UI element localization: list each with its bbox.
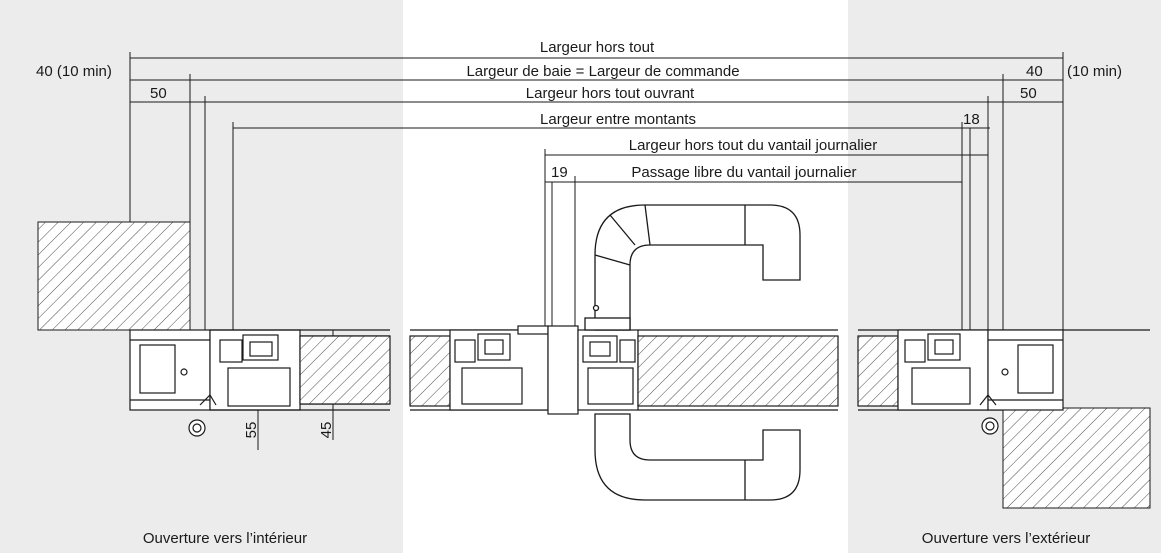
dim-left-19: 19 <box>551 164 568 181</box>
dim-overall-width: Largeur hors tout <box>540 39 655 56</box>
dim-left-min: 40 (10 min) <box>36 63 112 80</box>
dim-depth-55: 55 <box>243 422 260 439</box>
left-frame-profile <box>129 329 391 437</box>
caption-inward: Ouverture vers l’intérieur <box>143 530 307 547</box>
door-handle <box>584 204 801 501</box>
dim-left-50: 50 <box>150 85 167 102</box>
dim-between-posts: Largeur entre montants <box>540 111 696 128</box>
dim-right-40: 40 <box>1026 63 1043 80</box>
dim-sash-width: Largeur hors tout ouvrant <box>526 85 695 102</box>
dim-right-18: 18 <box>963 111 980 128</box>
dim-right-min: (10 min) <box>1067 63 1122 80</box>
caption-outward: Ouverture vers l’extérieur <box>922 530 1090 547</box>
dim-right-50: 50 <box>1020 85 1037 102</box>
center-leaf-profile <box>409 325 839 415</box>
right-frame-profile <box>857 329 1150 435</box>
right-wall <box>1002 407 1151 509</box>
left-wall <box>37 221 191 331</box>
dim-bay-width: Largeur de baie = Largeur de commande <box>466 63 739 80</box>
dim-leaf-width: Largeur hors tout du vantail journalier <box>629 137 877 154</box>
walls <box>37 221 1151 509</box>
dim-depth-45: 45 <box>318 422 335 439</box>
dim-clear-passage: Passage libre du vantail journalier <box>631 164 856 181</box>
